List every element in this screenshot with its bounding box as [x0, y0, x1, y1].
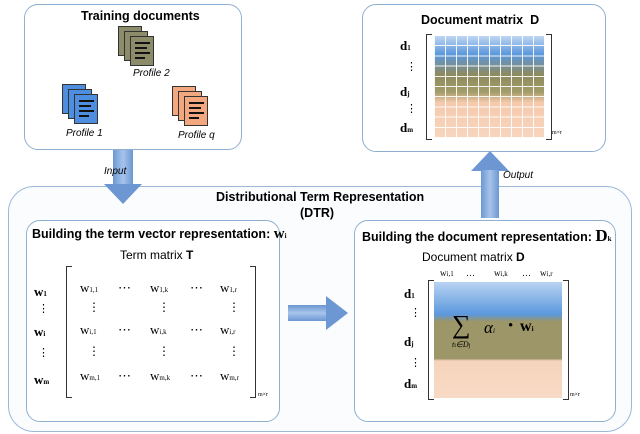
matrix-bracket-right [546, 34, 552, 140]
row-label-wi: wi [34, 324, 46, 339]
document-matrix-title: Document matrix D [421, 13, 540, 27]
horizontal-dots: ⋯ [118, 368, 131, 383]
profile-1-label: Profile 1 [66, 128, 103, 139]
vertical-dots: ⋮ [410, 307, 421, 319]
row-label-dj: dj [404, 334, 414, 349]
horizontal-dots: ⋯ [190, 368, 203, 383]
vertical-dots: ⋮ [88, 300, 100, 314]
horizontal-dots: ⋯ [190, 322, 203, 337]
term-vector-panel [26, 220, 280, 422]
vertical-dots: ⋮ [410, 357, 421, 369]
profile-q-label: Profile q [178, 130, 215, 141]
vertical-dots: ⋮ [158, 344, 170, 358]
row-label-w1: w1 [34, 284, 47, 299]
output-label: Output [503, 170, 534, 181]
vertical-dots: ⋮ [38, 303, 49, 315]
document-matrix-fill [434, 282, 562, 398]
document-icon [130, 36, 154, 66]
dtr-abbr: (DTR) [300, 206, 335, 220]
term-vector: wi [520, 318, 534, 335]
term-matrix-bracket-right [250, 266, 256, 398]
matrix-cell: wm,r [220, 368, 239, 383]
row-label-d1: d1 [404, 286, 415, 301]
vertical-dots: ⋮ [88, 344, 100, 358]
row-label-dj: dj [400, 84, 410, 99]
matrix-bracket-left [426, 34, 432, 140]
matrix-cell: w1,r [220, 280, 237, 295]
term-matrix-bracket-left [66, 266, 72, 398]
vertical-dots: ⋮ [228, 300, 240, 314]
horizontal-dots: ⋯ [190, 280, 203, 295]
dot-operator: • [508, 318, 514, 334]
matrix-cell: wi,r [220, 322, 236, 337]
doc-matrix-bracket-left [428, 280, 434, 400]
matrix-cell: wi,k [150, 322, 167, 337]
term-vector-title: Building the term vector representation:… [32, 226, 287, 242]
row-label-wm: wm [34, 372, 50, 387]
column-label: wi,r [540, 268, 553, 278]
doc-matrix-dims: m×r [570, 392, 581, 398]
column-label: wi,1 [440, 268, 454, 278]
row-label-d1: d1 [400, 38, 411, 53]
document-representation-title: Building the document representation: Dk [362, 226, 612, 245]
profile-2-label: Profile 2 [133, 68, 170, 79]
document-matrix-label: Document matrix D [422, 250, 525, 264]
document-matrix-grid [434, 36, 544, 138]
horizontal-dots: … [466, 268, 475, 278]
training-documents-title: Training documents [81, 9, 200, 23]
sum-symbol: ∑ [452, 310, 471, 339]
term-matrix-dims: m×r [258, 392, 269, 398]
sum-subscript: ti∈Dj [452, 340, 471, 349]
row-label-dm: dm [404, 376, 418, 391]
document-icon [184, 96, 208, 126]
row-label-dm: dm [400, 120, 414, 135]
matrix-cell: w1,1 [80, 280, 99, 295]
horizontal-dots: ⋯ [118, 280, 131, 295]
horizontal-dots: … [522, 268, 531, 278]
matrix-cell: wm,k [150, 368, 171, 383]
document-icon [74, 94, 98, 124]
matrix-dims: m×r [552, 130, 563, 136]
alpha-weight: αi [484, 318, 495, 337]
vertical-dots: ⋮ [406, 103, 417, 115]
matrix-cell: wi,1 [80, 322, 97, 337]
horizontal-dots: ⋯ [118, 322, 131, 337]
input-label: Input [104, 166, 127, 177]
vertical-dots: ⋮ [158, 300, 170, 314]
doc-matrix-bracket-right [563, 280, 569, 400]
matrix-cell: w1,k [150, 280, 169, 295]
vertical-dots: ⋮ [406, 61, 417, 73]
term-matrix-label: Term matrix T [120, 248, 194, 262]
vertical-dots: ⋮ [38, 347, 49, 359]
matrix-cell: wm,1 [80, 368, 101, 383]
column-label: wi,k [494, 268, 508, 278]
dtr-title: Distributional Term Representation [216, 190, 425, 204]
vertical-dots: ⋮ [228, 344, 240, 358]
